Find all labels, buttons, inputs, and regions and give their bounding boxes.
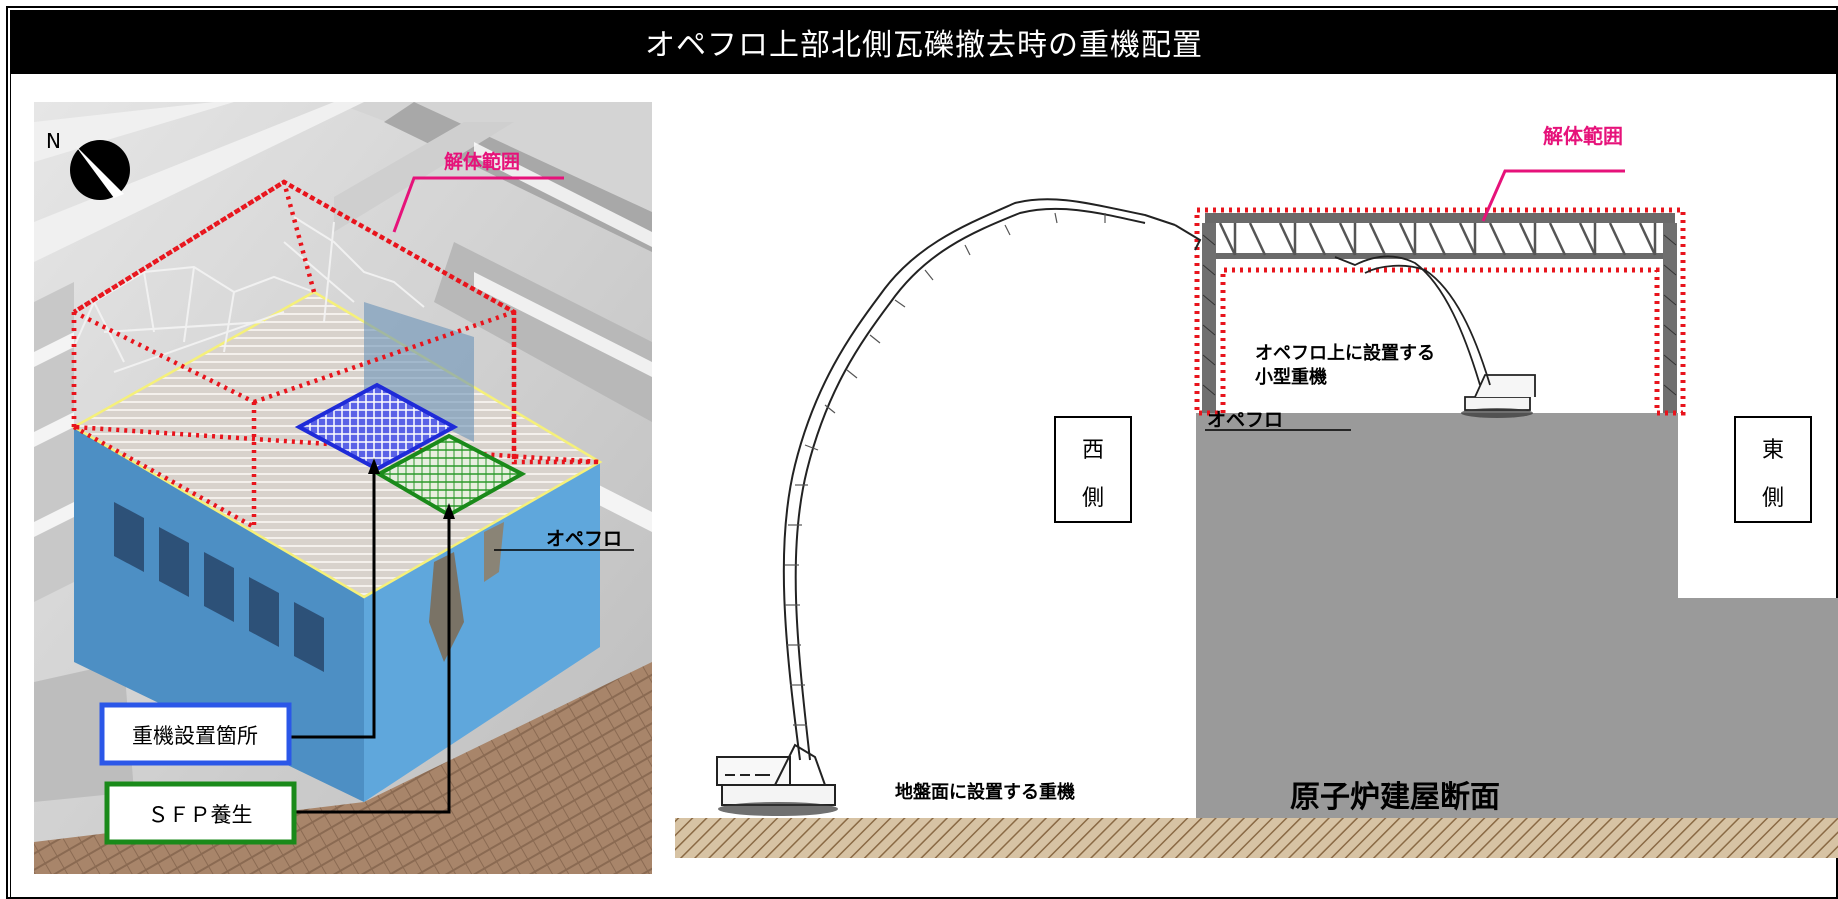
demolition-leader-section: [1481, 169, 1625, 222]
small-crane: [1334, 255, 1536, 411]
demolition-range-label-section: 解体範囲: [1543, 124, 1623, 148]
demolition-range-label: 解体範囲: [444, 150, 520, 173]
north-label: N: [46, 129, 61, 153]
equipment-location-label: 重機設置箇所: [132, 724, 258, 748]
sfp-protection-box: [104, 781, 297, 845]
small-machine-label-line1: オペフロ上に設置する: [1255, 342, 1435, 364]
opeflo-label-left: オペフロ: [546, 528, 622, 550]
demolition-leader: [392, 176, 564, 233]
sfp-area: [374, 433, 527, 518]
isometric-view: 解体範囲 オペフロ N 重機設置箇所 ＳＦＰ養生: [34, 102, 652, 874]
east-label-char1: 東: [1762, 438, 1784, 463]
west-label-char1: 西: [1082, 438, 1104, 463]
building-section-label: 原子炉建屋断面: [1290, 780, 1500, 815]
east-label-char2: 側: [1762, 486, 1784, 511]
west-label-char2: 側: [1082, 486, 1104, 511]
cross-section-svg: 解体範囲: [675, 124, 1838, 858]
east-label-box: [1734, 416, 1812, 523]
ground-machine-label: 地盤面に設置する重機: [895, 781, 1075, 803]
small-machine-label-line2: 小型重機: [1255, 366, 1327, 388]
sfp-protection-label: ＳＦＰ養生: [148, 803, 253, 827]
opeflo-label-section: オペフロ: [1207, 409, 1283, 431]
equipment-area: [294, 382, 459, 472]
demolition-range-outline: [71, 179, 601, 529]
ground-crane: [716, 198, 1202, 806]
building-south-face: [364, 462, 600, 802]
isometric-svg: 解体範囲 オペフロ N 重機設置箇所 ＳＦＰ養生: [34, 102, 652, 874]
demolition-range-outline-section: [1194, 207, 1686, 416]
cross-section-view: 解体範囲: [675, 85, 1838, 865]
equipment-location-box: [99, 702, 292, 766]
roof-truss: [1202, 213, 1677, 413]
reactor-building-section: [1196, 413, 1838, 818]
page-title: オペフロ上部北側瓦礫撤去時の重機配置: [10, 10, 1838, 74]
west-label-box: [1054, 416, 1132, 523]
ground: [675, 818, 1838, 858]
